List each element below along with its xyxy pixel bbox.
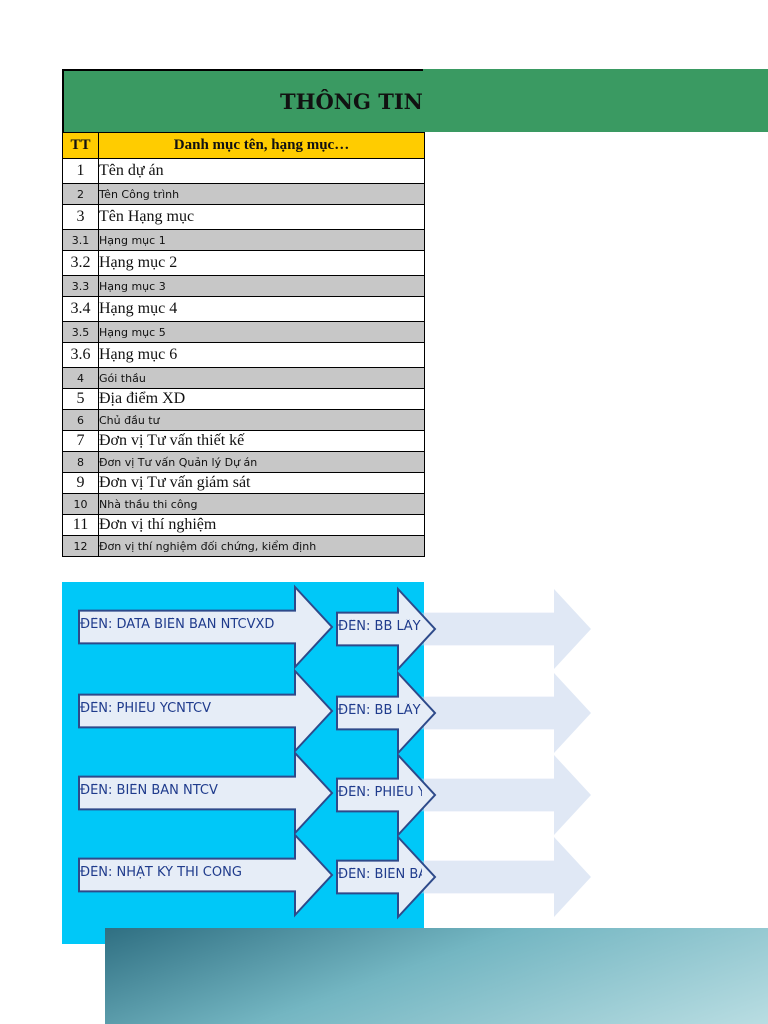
row-label[interactable]: Tên Công trình: [98, 183, 425, 205]
row-number: 12: [62, 535, 99, 557]
row-number: 5: [62, 388, 99, 410]
row-label[interactable]: Hạng mục 2: [98, 250, 425, 276]
nav-arrow-ghost-4[interactable]: [420, 836, 592, 918]
row-number: 3.6: [62, 342, 99, 368]
column-header-name: Danh mục tên, hạng mục…: [98, 132, 425, 159]
page-title: THÔNG TIN C: [280, 89, 423, 114]
row-label[interactable]: Đơn vị thí nghiệm: [98, 514, 425, 536]
row-number: 10: [62, 493, 99, 515]
nav-arrow-label: ĐẾN: BIÊN BẢ: [338, 866, 422, 882]
row-label[interactable]: Đơn vị Tư vấn thiết kế: [98, 430, 425, 452]
nav-arrow-ghost-2[interactable]: [420, 672, 592, 754]
nav-arrow-ghost-3[interactable]: [420, 754, 592, 836]
table-header-row: TT Danh mục tên, hạng mục…: [62, 132, 425, 159]
nav-arrow-col1-4[interactable]: [78, 832, 334, 918]
nav-arrow-col2-2[interactable]: [336, 670, 437, 756]
nav-arrow-label: ĐẾN: NHẬT KÝ THI CÔNG: [80, 864, 242, 880]
nav-arrow-col1-2[interactable]: [78, 668, 334, 754]
row-label[interactable]: Đơn vị thí nghiệm đối chứng, kiểm định: [98, 535, 425, 557]
row-label[interactable]: Chủ đầu tư: [98, 409, 425, 431]
row-label[interactable]: Đơn vị Tư vấn Quản lý Dự án: [98, 451, 425, 473]
nav-arrow-col2-4[interactable]: [336, 834, 437, 920]
nav-arrow-label: ĐẾN: PHIẾU Y: [338, 784, 422, 800]
row-label[interactable]: Nhà thầu thi công: [98, 493, 425, 515]
row-label[interactable]: Hạng mục 3: [98, 275, 425, 297]
bottom-banner: [105, 928, 768, 1024]
row-label[interactable]: Đơn vị Tư vấn giám sát: [98, 472, 425, 494]
row-number: 3.3: [62, 275, 99, 297]
row-number: 3.2: [62, 250, 99, 276]
row-label[interactable]: Địa điểm XD: [98, 388, 425, 410]
row-number: 3.1: [62, 229, 99, 251]
row-label[interactable]: Gói thầu: [98, 367, 425, 389]
row-number: 4: [62, 367, 99, 389]
row-number: 3: [62, 204, 99, 230]
row-label[interactable]: Tên Hạng mục: [98, 204, 425, 230]
row-number: 7: [62, 430, 99, 452]
row-label[interactable]: Hạng mục 5: [98, 321, 425, 343]
row-number: 3.4: [62, 296, 99, 322]
nav-arrow-label: ĐẾN: BIÊN BẢN NTCV: [80, 782, 218, 798]
row-number: 3.5: [62, 321, 99, 343]
row-number: 11: [62, 514, 99, 536]
row-label[interactable]: Hạng mục 1: [98, 229, 425, 251]
row-label[interactable]: Hạng mục 6: [98, 342, 425, 368]
row-number: 2: [62, 183, 99, 205]
column-header-tt: TT: [62, 132, 99, 159]
nav-arrow-label: ĐẾN: BB LẤY: [338, 618, 421, 634]
row-number: 9: [62, 472, 99, 494]
title-cell: THÔNG TIN C: [62, 69, 423, 132]
row-number: 8: [62, 451, 99, 473]
row-label[interactable]: Hạng mục 4: [98, 296, 425, 322]
title-band: [62, 69, 768, 132]
nav-arrow-col1-3[interactable]: [78, 750, 334, 836]
nav-arrow-label: ĐẾN: BB LẤY: [338, 702, 421, 718]
nav-arrow-col2-3[interactable]: [336, 752, 437, 838]
row-label[interactable]: Tên dự án: [98, 158, 425, 184]
nav-arrow-col1-1[interactable]: [78, 584, 334, 670]
row-number: 1: [62, 158, 99, 184]
nav-arrow-label: ĐẾN: DATA BIÊN BẢN NTCVXD: [80, 616, 275, 632]
nav-arrow-ghost-1[interactable]: [420, 588, 592, 670]
row-number: 6: [62, 409, 99, 431]
nav-arrow-col2-1[interactable]: [336, 586, 437, 672]
nav-arrow-label: ĐẾN: PHIẾU YCNTCV: [80, 700, 212, 716]
